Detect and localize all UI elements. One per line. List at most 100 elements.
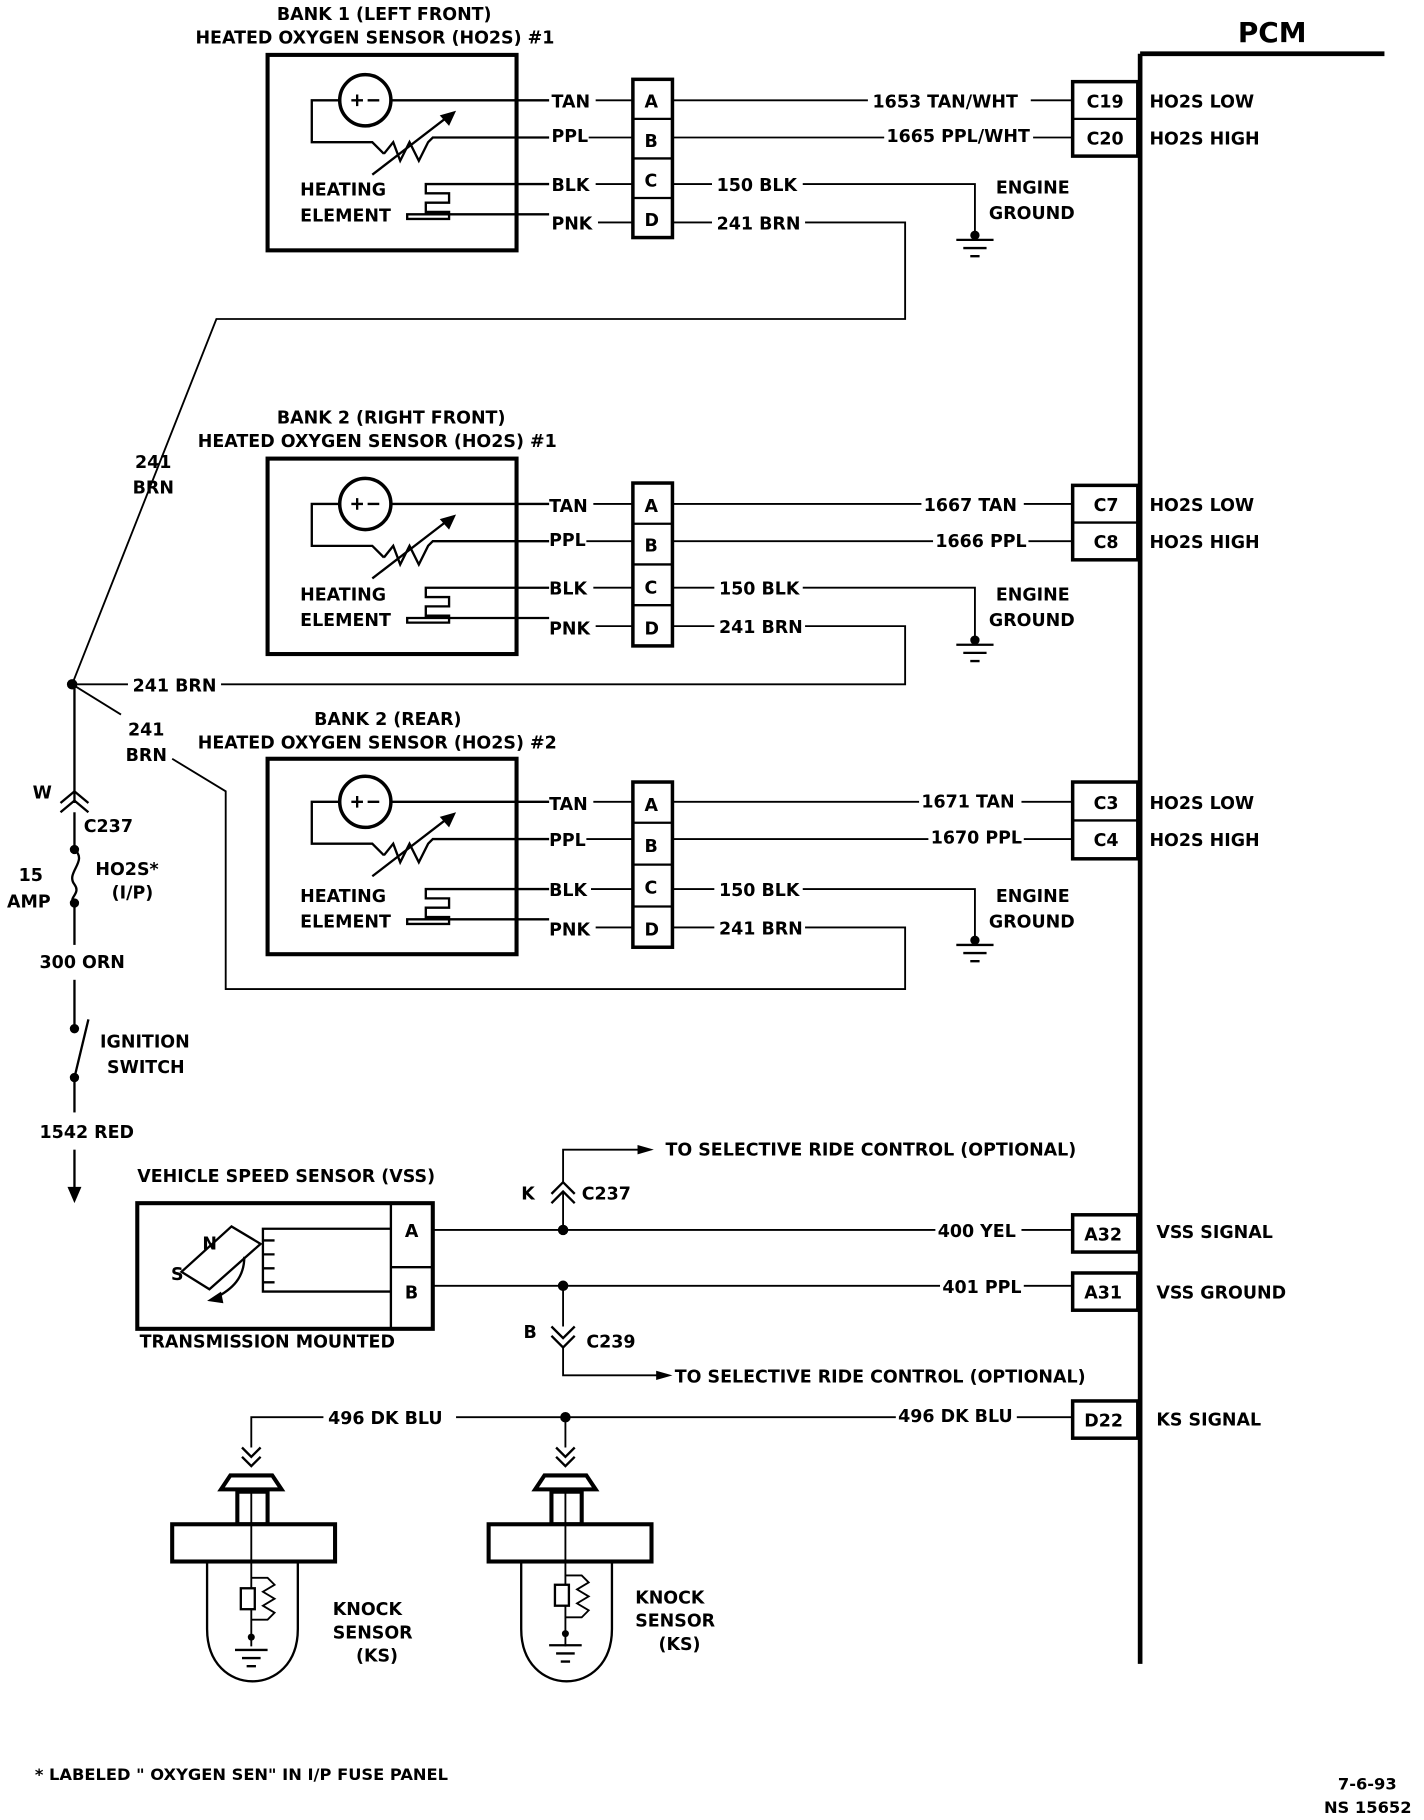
ground-label: GROUND [989, 204, 1075, 224]
pcm-connector-c19-c20: C19 C20 HO2S LOW HO2S HIGH [1070, 79, 1260, 158]
wire-label: 150 BLK [717, 176, 799, 196]
wire-label: 1653 TAN/WHT [873, 92, 1018, 112]
ground-label: ENGINE [996, 887, 1070, 907]
pcm-pin-label: HO2S HIGH [1149, 533, 1259, 553]
pcm-pin-id: C7 [1094, 496, 1119, 516]
lead-blk: BLK [549, 881, 588, 901]
connector-id: C239 [586, 1332, 635, 1352]
selective-ride-label: TO SELECTIVE RIDE CONTROL (OPTIONAL) [675, 1367, 1086, 1387]
pin-a: A [645, 796, 659, 816]
pcm-pin-id: C19 [1087, 92, 1124, 112]
pin-c: C [645, 171, 658, 191]
ground-label: GROUND [989, 912, 1075, 932]
sensor-subtitle: HEATED OXYGEN SENSOR (HO2S) #1 [195, 28, 554, 48]
wire-label: 1665 PPL/WHT [887, 127, 1030, 147]
pcm-connector-c7-c8: C7 C8 HO2S LOW HO2S HIGH [1070, 483, 1260, 562]
pcm-bus-line [1137, 51, 1385, 1664]
pcm-pin-label: HO2S LOW [1149, 496, 1254, 516]
pickup-coil-icon [261, 1227, 391, 1293]
lead-pnk: PNK [549, 619, 591, 639]
pcm-pin-label: KS SIGNAL [1156, 1410, 1261, 1430]
heating-label: HEATING [300, 887, 386, 907]
ground-label: ENGINE [996, 586, 1070, 606]
pin-d: D [645, 211, 659, 231]
connector-id: C237 [582, 1185, 631, 1205]
lead-ppl: PPL [549, 831, 586, 851]
wire-label: 496 DK BLU [898, 1407, 1012, 1427]
wire-label: 1667 TAN [924, 496, 1017, 516]
pcm-pin-label: VSS GROUND [1156, 1284, 1286, 1304]
element-label: ELEMENT [300, 206, 391, 226]
pcm-connector-a31: A31 VSS GROUND [1070, 1271, 1286, 1312]
wire-label: 1542 RED [40, 1123, 134, 1143]
switch-label: SWITCH [107, 1058, 185, 1078]
wire-label: 241 [135, 453, 171, 473]
pcm-pin-label: VSS SIGNAL [1156, 1223, 1272, 1243]
connector-id: C237 [84, 817, 133, 837]
lead-ppl: PPL [549, 531, 586, 551]
heating-element-icon [406, 586, 550, 624]
magnet-n: N [202, 1235, 217, 1255]
wire-label: 241 BRN [133, 676, 217, 696]
wire-label: BRN [133, 479, 174, 499]
knock-label: SENSOR [333, 1623, 413, 1643]
sensor-cell-icon [337, 774, 393, 830]
fuse-amp: 15 [19, 866, 43, 886]
knock-sensor-circuit: 496 DK BLU 496 DK BLU KNOCK SENSOR (KS) [170, 1407, 1073, 1683]
sensor-title: BANK 2 (REAR) [314, 710, 461, 730]
footnote: * LABELED " OXYGEN SEN" IN I/P FUSE PANE… [35, 1765, 448, 1784]
heating-label: HEATING [300, 586, 386, 606]
sensor-subtitle: HEATED OXYGEN SENSOR (HO2S) #2 [198, 733, 557, 753]
connector-c237-w-icon [59, 789, 90, 814]
pin-c: C [645, 579, 658, 599]
arrow-down-icon [67, 1186, 82, 1204]
wire-label: 401 PPL [942, 1278, 1021, 1298]
pcm-connector-a32: A32 VSS SIGNAL [1070, 1213, 1273, 1254]
pcm-pin-id: A31 [1084, 1284, 1122, 1304]
wire-label: 1666 PPL [935, 532, 1026, 552]
connector-letter: W [33, 783, 52, 803]
pcm-pin-id: C3 [1094, 794, 1119, 814]
ignition-switch-icon [69, 1019, 90, 1083]
fuse-name: HO2S* [95, 860, 158, 880]
lead-tan: TAN [549, 497, 588, 517]
lead-ppl: PPL [551, 127, 588, 147]
wire-label: 241 BRN [717, 214, 801, 234]
lead-tan: TAN [551, 92, 590, 112]
lead-blk: BLK [551, 176, 590, 196]
pcm-pin-label: HO2S LOW [1149, 794, 1254, 814]
connector-block: A B C D [631, 77, 675, 240]
magnet-icon: N S [171, 1225, 263, 1304]
variable-resistor-icon [371, 514, 550, 580]
pcm-pin-id: C20 [1087, 129, 1124, 149]
wire-label: 241 [128, 720, 164, 740]
ho2s-bank1-front: BANK 1 (LEFT FRONT) HEATED OXYGEN SENSOR… [71, 5, 1075, 685]
sensor-cell-icon [337, 476, 393, 532]
lead-pnk: PNK [549, 921, 591, 941]
pin-a: A [645, 497, 659, 517]
pin-b: B [645, 837, 658, 857]
element-label: ELEMENT [300, 611, 391, 631]
knock-label: KNOCK [333, 1600, 404, 1620]
connector-letter: K [521, 1185, 536, 1205]
knock-sensor-right [486, 1446, 654, 1683]
pin-c: C [645, 879, 658, 899]
fuse-icon [69, 844, 81, 908]
pcm-module: PCM [1137, 16, 1385, 1664]
heater-feed-circuit: 241 BRN 241 BRN 241 BRN W C237 15 AMP HO… [7, 453, 217, 1204]
ho2s-bank2-front: BANK 2 (RIGHT FRONT) HEATED OXYGEN SENSO… [198, 409, 1075, 686]
sensor-title: BANK 1 (LEFT FRONT) [277, 5, 492, 25]
pin-b: B [645, 132, 658, 152]
ho2s-bank2-rear: BANK 2 (REAR) HEATED OXYGEN SENSOR (HO2S… [171, 710, 1075, 991]
magnet-s: S [171, 1265, 184, 1285]
sensor-subtitle: HEATED OXYGEN SENSOR (HO2S) #1 [198, 432, 557, 452]
lead-pnk: PNK [551, 214, 593, 234]
wire-label: 1670 PPL [931, 829, 1022, 849]
connector-block: A B C D [631, 780, 675, 949]
pin-a: A [405, 1222, 419, 1242]
lead-tan: TAN [549, 795, 588, 815]
connector-c239-b-icon [550, 1325, 576, 1350]
wire-label: 241 BRN [719, 618, 803, 638]
pcm-connector-d22: D22 KS SIGNAL [1070, 1399, 1261, 1440]
pin-b: B [405, 1284, 418, 1304]
